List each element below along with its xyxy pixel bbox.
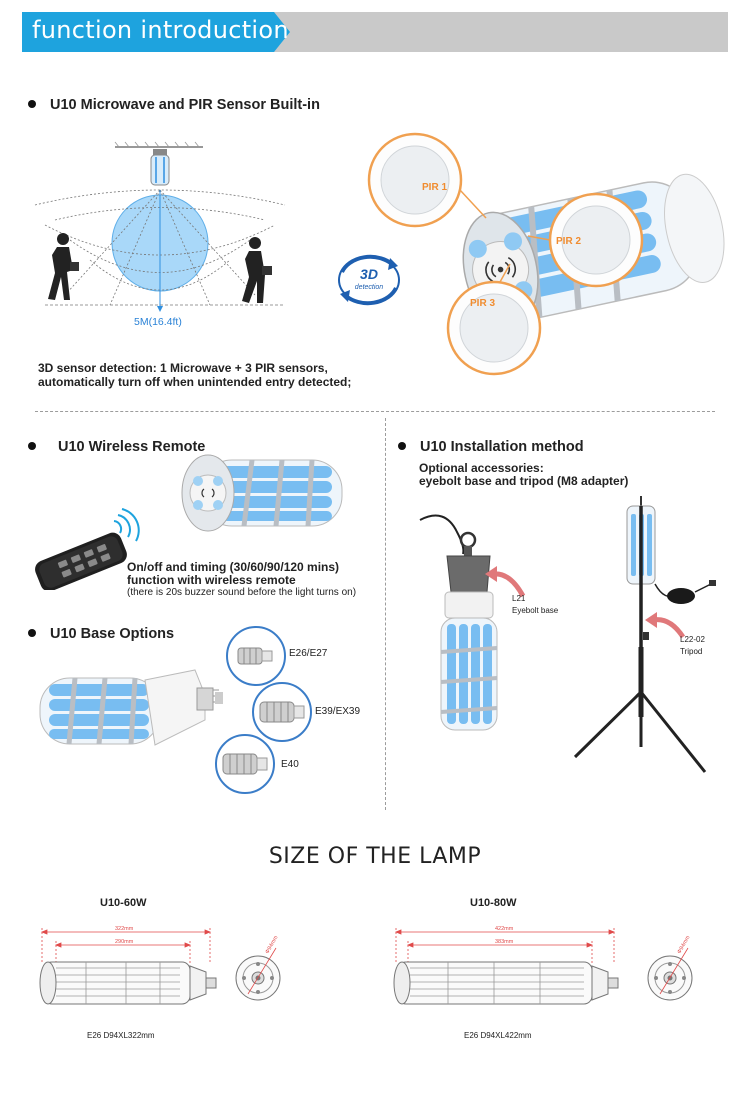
base-e39-icon (252, 682, 312, 742)
installation-illustration: L21 Eyebolt base L22-02 Tripod (419, 496, 716, 773)
remote-note: (there is 20s buzzer sound before the li… (127, 587, 357, 598)
dim-80w-overall: 422mm (495, 926, 514, 932)
base-e26-label: E26/E27 (289, 648, 328, 659)
dim-80w-body: 383mm (495, 939, 514, 945)
remote-lamp-image (181, 454, 343, 532)
pir2-label: PIR 2 (556, 236, 581, 247)
pir3-label: PIR 3 (470, 298, 495, 309)
detection-diagram (34, 141, 286, 312)
dim-60w-overall: 322mm (115, 926, 134, 932)
walking-person-left-icon (48, 233, 79, 300)
size-title: SIZE OF THE LAMP (268, 844, 482, 869)
remote-line-1: On/off and timing (30/60/90/120 mins) (127, 560, 340, 574)
remote-control-icon (35, 508, 140, 590)
pir1-label: PIR 1 (422, 182, 447, 193)
walking-person-right-icon (242, 237, 272, 303)
vertical-divider (385, 418, 386, 810)
install-line-1: Optional accessories: (419, 461, 544, 475)
remote-line-2: function with wireless remote (127, 573, 296, 587)
model-60w-name: U10-60W (100, 897, 147, 909)
lamp-sensor-illustration: PIR 1 PIR 2 PIR 3 (367, 132, 725, 376)
badge-detection-text: detection (355, 284, 384, 291)
tripod-name-label: Tripod (680, 647, 702, 656)
eyebolt-name-label: Eyebolt base (512, 606, 559, 615)
bullet-dot-icon (28, 629, 36, 638)
install-heading: U10 Installation method (398, 439, 584, 455)
sensor-description-2: automatically turn off when unintended e… (38, 375, 352, 389)
bullet-dot-icon (28, 442, 36, 451)
wireless-signal-icon (485, 256, 517, 283)
sensor-description-1: 3D sensor detection: 1 Microwave + 3 PIR… (38, 361, 328, 375)
sensor-heading: U10 Microwave and PIR Sensor Built-in (28, 97, 320, 113)
dimension-drawing-60w: 322mm 290mm Φ94mm (39, 926, 281, 1005)
dim-60w-body: 290mm (115, 939, 134, 945)
model-60w-caption: E26 D94XL322mm (87, 1031, 155, 1040)
range-label: 5M(16.4ft) (134, 316, 182, 328)
badge-3d-text: 3D (360, 266, 378, 282)
base-e26-icon (226, 626, 286, 686)
dim-80w-diameter: Φ94mm (677, 935, 692, 955)
base-lamp-image (39, 669, 223, 746)
3d-detection-badge: 3D detection (338, 254, 400, 306)
bullet-dot-icon (28, 100, 36, 109)
horizontal-divider (35, 411, 715, 412)
bullet-dot-icon (398, 442, 406, 451)
header-banner: function introduction (22, 12, 728, 52)
banner-blue-tab (22, 12, 290, 52)
dim-60w-diameter: Φ94mm (265, 935, 280, 955)
base-e39-label: E39/EX39 (315, 706, 361, 717)
model-80w-caption: E26 D94XL422mm (464, 1031, 532, 1040)
install-line-2: eyebolt base and tripod (M8 adapter) (419, 474, 629, 488)
signal-waves-icon (113, 508, 140, 542)
dimension-drawing-80w: 422mm 383mm Φ94mm (393, 926, 693, 1005)
model-80w-name: U10-80W (470, 897, 517, 909)
tripod-code-label: L22-02 (680, 635, 705, 644)
remote-heading: U10 Wireless Remote (28, 439, 205, 455)
eyebolt-code-label: L21 (512, 594, 526, 603)
banner-title: function introduction (32, 16, 289, 44)
base-options-heading: U10 Base Options (28, 626, 174, 642)
base-e40-label: E40 (281, 759, 299, 770)
base-e40-icon (215, 734, 275, 794)
